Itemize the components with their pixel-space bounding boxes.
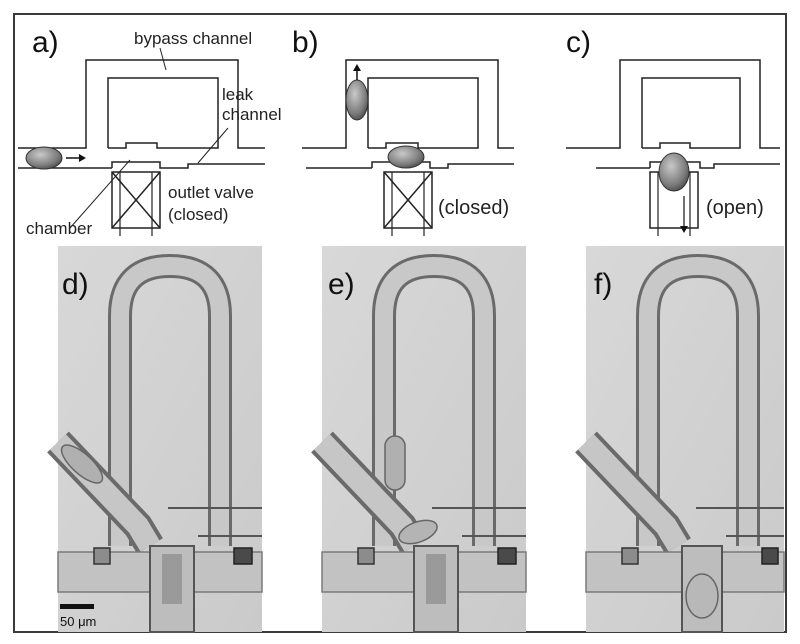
droplet (60, 444, 104, 484)
droplet (387, 145, 425, 169)
label-channel: channel (222, 105, 282, 124)
label-bypass-channel: bypass channel (134, 29, 252, 48)
panel-d-micrograph (47, 246, 263, 633)
label-leak: leak (222, 85, 254, 104)
label-outlet-closed: (closed) (168, 205, 228, 224)
panel-b-schematic: b) (closed) (292, 26, 514, 236)
panel-c-label: c) (566, 26, 591, 59)
panel-f-micrograph (575, 246, 785, 633)
label-chamber: chamber (26, 219, 92, 238)
droplet (398, 519, 438, 545)
panel-e-micrograph (311, 246, 527, 633)
panel-e-label: e) (328, 268, 355, 301)
scale-bar: 50 μm (60, 604, 96, 629)
panel-a-label: a) (32, 26, 59, 59)
scale-bar-label: 50 μm (60, 614, 96, 629)
label-valve-open: (open) (706, 197, 764, 219)
panel-b-label: b) (292, 26, 319, 59)
panel-c-schematic: c) (open) (566, 26, 780, 236)
panel-f-label: f) (594, 268, 612, 301)
droplet (685, 573, 719, 619)
droplet (658, 152, 690, 192)
droplet (384, 435, 406, 491)
droplet (25, 146, 63, 170)
label-outlet-valve: outlet valve (168, 183, 254, 202)
droplet (345, 79, 369, 121)
label-valve-closed: (closed) (438, 197, 509, 219)
panel-d-label: d) (62, 268, 89, 301)
panel-a-schematic: a) bypass channel leak channel outlet va… (18, 26, 282, 238)
